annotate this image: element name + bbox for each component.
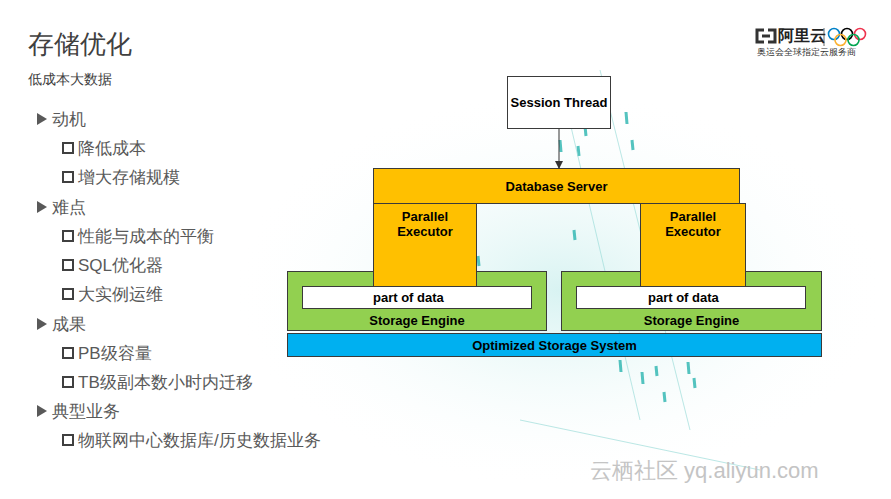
bullet-item: 物联网中心数据库/历史数据业务: [78, 429, 321, 452]
node-text: Storage Engine: [644, 313, 739, 328]
square-bullet: [62, 230, 74, 242]
node-text: part of data: [373, 290, 444, 305]
executor-box: Parallel Executor: [373, 203, 477, 287]
square-bullet: [62, 434, 74, 446]
arrow-bullet: [37, 318, 47, 330]
square-bullet: [62, 347, 74, 359]
olympic-rings: [829, 29, 866, 46]
logo-text: 阿里云: [778, 26, 826, 47]
square-bullet: [62, 376, 74, 388]
square-bullet: [62, 142, 74, 154]
watermark: 云栖社区 yq.aliyun.com: [590, 456, 819, 486]
server-bar: Database Server: [373, 168, 740, 204]
bullet-item: 性能与成本的平衡: [78, 225, 214, 248]
bullet-item: 大实例运维: [78, 283, 163, 306]
bullet-item: SQL优化器: [78, 254, 163, 277]
bullet-item: PB级容量: [78, 342, 152, 365]
executor-box: Parallel Executor: [640, 203, 746, 287]
node-text: Session Thread: [511, 95, 608, 110]
node-text: Parallel Executor: [641, 209, 745, 239]
square-bullet: [62, 259, 74, 271]
thread-box: Session Thread: [507, 76, 611, 129]
bullet-item: TB级副本数小时内迁移: [78, 371, 253, 394]
logo-icon: [757, 30, 775, 42]
slide-title: 存储优化: [28, 27, 132, 62]
node-text: Optimized Storage System: [472, 338, 637, 353]
node-text: Database Server: [506, 179, 608, 194]
node-text: part of data: [648, 290, 719, 305]
bullet-heading: 动机: [52, 108, 86, 131]
node-text: Parallel Executor: [374, 209, 476, 239]
data-box: part of data: [302, 286, 532, 309]
arrow-bullet: [37, 201, 47, 213]
arrow-bullet: [37, 113, 47, 125]
square-bullet: [62, 288, 74, 300]
arrow-connector: [559, 129, 560, 168]
node-text: Storage Engine: [369, 313, 464, 328]
bullet-item: 降低成本: [78, 137, 146, 160]
arrow-bullet: [37, 405, 47, 417]
bullet-heading: 难点: [52, 196, 86, 219]
bullet-heading: 成果: [52, 313, 86, 336]
subtitle: 低成本大数据: [28, 71, 112, 89]
square-bullet: [62, 171, 74, 183]
bullet-item: 增大存储规模: [78, 166, 180, 189]
bullet-heading: 典型业务: [52, 400, 120, 423]
data-box: part of data: [576, 286, 806, 309]
storage-band: Optimized Storage System: [287, 333, 822, 357]
logo-slogan: 奥运会全球指定云服务商: [757, 46, 856, 59]
